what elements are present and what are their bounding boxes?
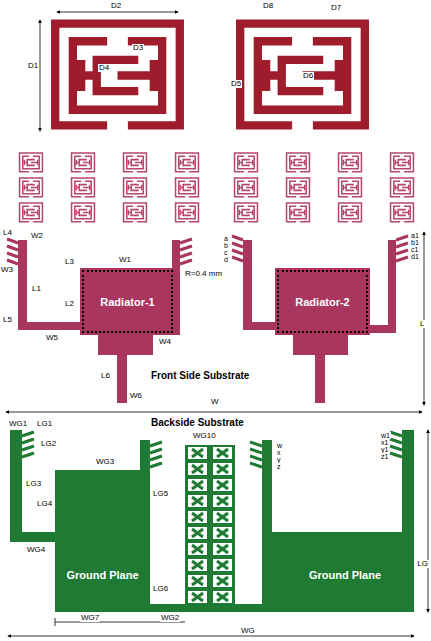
dimension-label: W2 [30, 232, 44, 240]
dimension-label: a1 [410, 232, 420, 239]
dimension-label: z [276, 463, 282, 470]
dimension-label: LG2 [40, 440, 57, 448]
dimension-label: D7 [330, 4, 342, 12]
ground-plane: Ground Plane [290, 560, 400, 590]
dimension-label: W [210, 398, 220, 406]
dimension-label: D6 [302, 72, 314, 80]
dimension-label: b [223, 242, 229, 249]
dimension-label: w [276, 442, 283, 449]
dimension-label: d1 [410, 253, 420, 260]
dimension-label: a [223, 235, 229, 242]
dimension-label: L3 [64, 258, 75, 266]
section-caption: Backside Substrate [150, 417, 245, 428]
node-label: Radiator-1 [100, 296, 154, 308]
dimension-label: L1 [31, 285, 42, 293]
dimension-label: WG7 [80, 614, 100, 622]
dimension-label: WG4 [26, 546, 46, 554]
node-label: Radiator-2 [295, 296, 349, 308]
dimension-label: LG4 [36, 500, 53, 508]
dimension-label: D3 [132, 44, 144, 52]
dimension-label: c1 [410, 246, 419, 253]
ground-plane: Ground Plane [57, 560, 148, 590]
dimension-label: b1 [410, 239, 420, 246]
dimension-label: D1 [27, 62, 39, 70]
dimension-label: L5 [2, 316, 13, 324]
dimension-label: R=0.4 mm [184, 270, 223, 278]
dimension-label: D4 [98, 64, 110, 72]
dimension-label: z1 [380, 453, 389, 460]
dimension-label: W3 [0, 266, 14, 274]
dimension-label: WG3 [95, 458, 115, 466]
dimension-label: L [419, 320, 425, 328]
dimension-label: W5 [45, 334, 59, 342]
dimension-label: L2 [64, 300, 75, 308]
dimension-label: WG10 [192, 432, 217, 440]
dimension-label: WG1 [8, 420, 28, 428]
dimension-label: LG3 [25, 480, 42, 488]
dimension-label: D8 [262, 2, 274, 10]
node-label: Ground Plane [66, 569, 138, 581]
dimension-label: LG5 [152, 490, 169, 498]
dimension-label: W4 [158, 338, 172, 346]
dimension-label: d [223, 256, 229, 263]
dimension-label: LG1 [36, 420, 53, 428]
radiator-patch: Radiator-2 [275, 268, 370, 335]
dimension-label: WG [240, 627, 256, 635]
dimension-label: w1 [380, 432, 391, 439]
dimension-label: L6 [100, 372, 111, 380]
dimension-label: WG2 [160, 614, 180, 622]
dimension-label: c [223, 249, 229, 256]
dimension-label: W6 [129, 392, 143, 400]
radiator-patch: Radiator-1 [80, 268, 175, 335]
dimension-label: x1 [380, 439, 389, 446]
section-caption: Front Side Substrate [150, 370, 250, 381]
node-label: Ground Plane [309, 569, 381, 581]
dimension-label: D2 [110, 2, 122, 10]
dimension-label: D5 [230, 80, 242, 88]
dimension-label: y1 [380, 446, 389, 453]
dimension-label: LG6 [152, 585, 169, 593]
dimension-label: x [276, 449, 282, 456]
dimension-label: LG [416, 560, 429, 568]
dimension-label: y [276, 456, 282, 463]
dimension-label: W1 [118, 256, 132, 264]
dimension-label: L4 [2, 229, 13, 237]
